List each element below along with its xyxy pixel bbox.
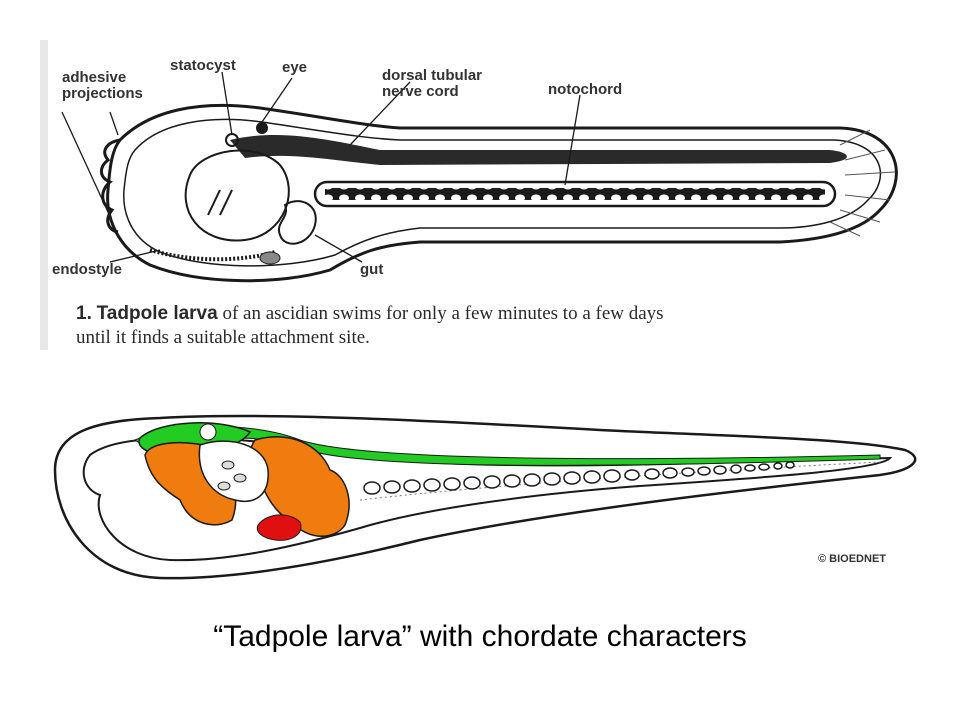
label-nerve-cord: dorsal tubular nerve cord	[382, 68, 482, 100]
gill-slit	[207, 189, 221, 216]
label-eye: eye	[282, 59, 308, 76]
gut	[277, 200, 317, 245]
leader-lines	[61, 71, 581, 263]
label-line: dorsal tubular	[382, 67, 483, 84]
label-endostyle: endostyle	[52, 261, 123, 278]
caption-text-2: until it finds a suitable attachment sit…	[76, 327, 370, 348]
outer-body-outline	[106, 103, 898, 283]
caption-text-1: of an ascidian swims for only a few minu…	[222, 303, 664, 324]
adhesive-projections	[100, 138, 121, 234]
eye	[256, 122, 268, 134]
slide-title: “Tadpole larva” with chordate characters	[213, 620, 747, 653]
label-gut: gut	[360, 261, 384, 278]
caption-term: Tadpole larva	[96, 303, 218, 324]
figure-caption: 1. Tadpole larva of an ascidian swims fo…	[76, 302, 806, 350]
caption-line-1: 1. Tadpole larva of an ascidian swims fo…	[76, 302, 806, 326]
heart-red	[256, 514, 302, 541]
label-line: projections	[62, 85, 143, 102]
tail-fin-rays	[829, 129, 896, 237]
notochord-cell-row	[363, 461, 795, 495]
image-credit: © BIOEDNET	[818, 553, 886, 565]
label-line: adhesive	[62, 69, 127, 86]
tadpole-larva-line-diagram	[40, 40, 898, 350]
gill-cell	[217, 481, 231, 491]
inner-body-outline	[123, 118, 882, 267]
tadpole-larva-colored-diagram	[53, 414, 917, 580]
caption-number: 1.	[76, 303, 92, 324]
label-statocyst: statocyst	[170, 57, 236, 74]
gut-dot	[259, 251, 281, 265]
statocyst-bottom	[199, 423, 217, 441]
gill-slit	[219, 189, 233, 216]
label-line: nerve cord	[382, 83, 459, 100]
gill-cell	[221, 460, 235, 470]
notochord-cells	[325, 188, 825, 200]
gill-cell	[233, 473, 247, 483]
nerve-cord	[230, 134, 847, 165]
label-notochord: notochord	[548, 81, 623, 98]
pharynx	[184, 149, 290, 242]
organ-lobe	[198, 440, 269, 502]
label-adhesive-projections: adhesive projections	[62, 70, 143, 102]
